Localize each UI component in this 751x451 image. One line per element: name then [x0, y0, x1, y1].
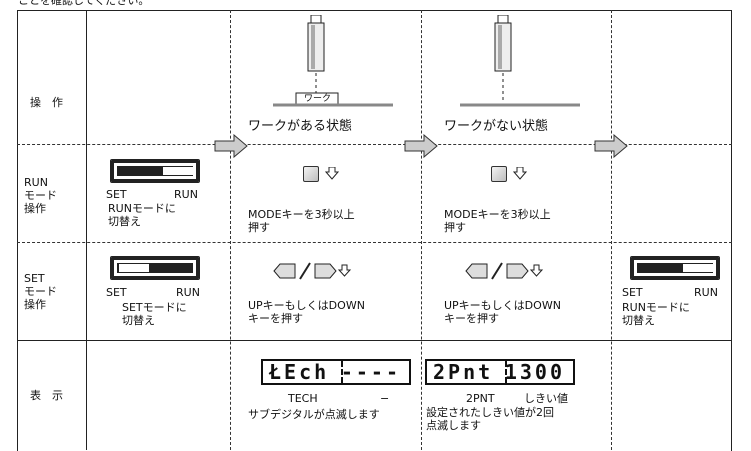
seg1-caption-right: − [380, 392, 390, 405]
right-arrow-icon [594, 134, 628, 158]
column-divider [86, 10, 87, 450]
mode-key-instruction: MODEキーを3秒以上 押す [248, 208, 355, 234]
seg2-caption-left: 2PNT [466, 392, 495, 405]
updown-key-instruction: UPキーもしくはDOWN キーを押す [444, 299, 561, 325]
segment-display-2pnt: 2Pnt 1300 [425, 359, 575, 385]
left-right-keys [273, 262, 352, 280]
switch-set-label: SET [106, 286, 127, 299]
down-arrow-icon [337, 264, 352, 277]
left-key-icon [465, 263, 488, 279]
down-arrow-icon [325, 167, 339, 180]
switch-run-label: RUN [694, 286, 718, 299]
run-switch-caption: RUNモードに 切替え [622, 301, 690, 327]
seg1-note: サブデジタルが点滅します [248, 408, 380, 421]
main-digital: 2Pnt [433, 360, 494, 384]
mode-key-instruction: MODEキーを3秒以上 押す [444, 208, 551, 234]
state-with-workpiece: ワークがある状態 [248, 119, 353, 134]
segment-display-tech: ŁEch ---- [261, 359, 411, 385]
run-switch [630, 256, 720, 280]
sub-digital: ---- [340, 360, 401, 384]
left-right-keys [465, 262, 544, 280]
column-divider [421, 10, 422, 450]
seg2-caption-right: しきい値 [524, 392, 568, 405]
mode-key-icon [303, 166, 319, 182]
left-key-icon [273, 263, 296, 279]
updown-key-instruction: UPキーもしくはDOWN キーを押す [248, 299, 365, 325]
row-label-run-mode: RUN モード 操作 [24, 176, 57, 215]
sub-digital: 1300 [504, 360, 565, 384]
right-arrow-icon [404, 134, 438, 158]
switch-set-label: SET [622, 286, 643, 299]
row-divider [17, 242, 732, 243]
run-switch-caption: RUNモードに 切替え [108, 202, 176, 228]
set-switch [110, 256, 200, 280]
run-switch [110, 159, 200, 183]
column-divider [230, 10, 231, 450]
intro-text: ことを確認してください。 [18, 0, 150, 7]
seg1-caption-left: TECH [288, 392, 318, 405]
mode-key-icon [491, 166, 507, 182]
sensor-probe-icon [460, 15, 580, 107]
procedure-table [17, 10, 732, 451]
switch-run-label: RUN [174, 188, 198, 201]
row-label-display: 表 示 [30, 389, 63, 402]
row-divider [17, 144, 732, 145]
down-arrow-icon [529, 264, 544, 277]
row-divider [17, 340, 732, 341]
right-key-icon [506, 263, 529, 279]
right-key-icon [314, 263, 337, 279]
seg2-note: 設定されたしきい値が2回 点滅します [426, 406, 554, 432]
set-switch-caption: SETモードに 切替え [122, 301, 187, 327]
main-digital: ŁEch [269, 360, 330, 384]
row-label-set-mode: SET モード 操作 [24, 272, 57, 311]
row-label-operation: 操 作 [30, 96, 63, 109]
right-arrow-icon [214, 134, 248, 158]
sensor-probe-icon [273, 15, 393, 107]
down-arrow-icon [513, 167, 527, 180]
switch-set-label: SET [106, 188, 127, 201]
state-without-workpiece: ワークがない状態 [444, 119, 549, 134]
column-divider [611, 10, 612, 450]
workpiece-label: ワーク [304, 94, 332, 104]
switch-run-label: RUN [176, 286, 200, 299]
